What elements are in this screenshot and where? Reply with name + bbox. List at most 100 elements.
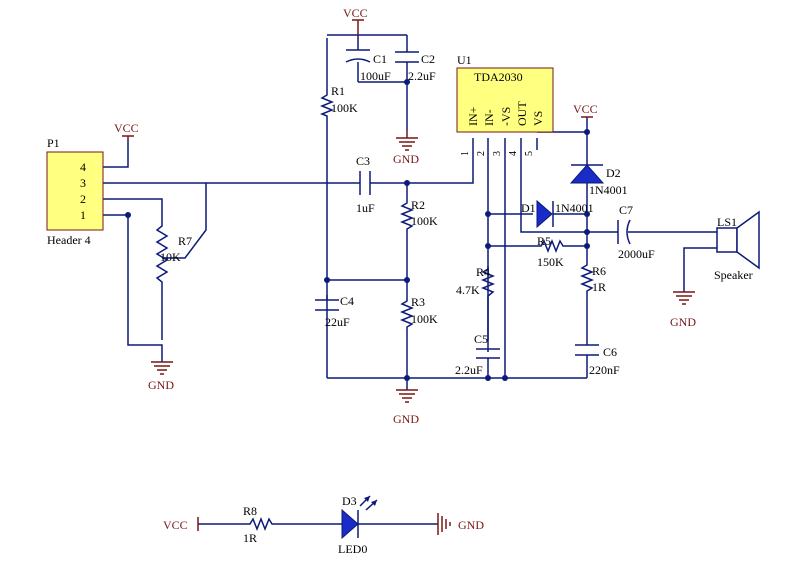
wire xyxy=(103,198,163,222)
svg-text:D1: D1 xyxy=(521,201,536,215)
capacitor-c3: C3 1uF xyxy=(356,154,375,215)
gnd-symbol-header: GND xyxy=(148,361,174,392)
junction-dot xyxy=(125,212,131,218)
wire xyxy=(683,247,717,292)
svg-text:2000uF: 2000uF xyxy=(618,247,655,261)
svg-text:C1: C1 xyxy=(373,52,387,66)
junction-dot xyxy=(404,375,410,381)
gnd-symbol-speaker: GND xyxy=(670,291,696,329)
svg-text:1R: 1R xyxy=(592,280,606,294)
vcc-symbol-top: VCC xyxy=(343,6,368,35)
junction-dot xyxy=(584,243,590,249)
resistor-r4: R4 4.7K xyxy=(456,265,496,300)
junctions xyxy=(125,79,590,381)
header-pin-label: 3 xyxy=(80,176,86,190)
svg-text:LS1: LS1 xyxy=(717,215,737,229)
svg-text:R4: R4 xyxy=(476,265,490,279)
junction-dot xyxy=(404,180,410,186)
junction-dot xyxy=(485,211,491,217)
header-p1: P1 4 3 2 1 Header 4 xyxy=(46,136,104,247)
svg-text:R1: R1 xyxy=(331,84,345,98)
svg-text:R3: R3 xyxy=(411,295,425,309)
resistor-r1: R1 100K xyxy=(319,84,358,118)
svg-text:10K: 10K xyxy=(160,250,181,264)
svg-text:100K: 100K xyxy=(411,312,438,326)
junction-dot xyxy=(404,79,410,85)
svg-text:Speaker: Speaker xyxy=(714,268,753,282)
svg-text:2.2uF: 2.2uF xyxy=(408,69,436,83)
svg-text:100K: 100K xyxy=(331,101,358,115)
capacitor-c5: C5 2.2uF xyxy=(455,332,500,377)
svg-text:C2: C2 xyxy=(421,52,435,66)
svg-text:IN+: IN+ xyxy=(466,106,480,126)
svg-text:VCC: VCC xyxy=(573,102,598,116)
gnd-symbol-main: GND xyxy=(393,389,419,426)
svg-text:-VS: -VS xyxy=(499,107,513,126)
svg-text:VCC: VCC xyxy=(343,6,368,20)
header-pin-label: 4 xyxy=(80,160,86,174)
vcc-symbol-led: VCC xyxy=(163,517,199,532)
svg-text:100uF: 100uF xyxy=(360,69,391,83)
ic-ref: U1 xyxy=(457,53,472,67)
svg-text:GND: GND xyxy=(670,315,696,329)
svg-text:VS: VS xyxy=(531,111,545,126)
wire xyxy=(103,182,207,259)
wires xyxy=(103,34,717,525)
svg-text:D3: D3 xyxy=(342,494,357,508)
resistor-r3: R3 100K xyxy=(399,295,438,330)
svg-text:220nF: 220nF xyxy=(589,363,620,377)
svg-text:2: 2 xyxy=(476,151,487,156)
junction-dot xyxy=(502,375,508,381)
svg-text:VCC: VCC xyxy=(114,121,139,135)
svg-text:GND: GND xyxy=(148,378,174,392)
svg-text:VCC: VCC xyxy=(163,518,188,532)
header-pin-label: 2 xyxy=(80,192,86,206)
svg-text:C4: C4 xyxy=(340,294,354,308)
potentiometer-r7: R7 10K xyxy=(155,222,192,290)
svg-text:22uF: 22uF xyxy=(325,315,350,329)
svg-text:5: 5 xyxy=(524,151,535,156)
header-ref: P1 xyxy=(47,136,60,150)
capacitor-c6: C6 220nF xyxy=(575,344,620,377)
svg-text:4.7K: 4.7K xyxy=(456,283,480,297)
junction-dot xyxy=(404,277,410,283)
svg-text:2.2uF: 2.2uF xyxy=(455,363,483,377)
junction-dot xyxy=(324,277,330,283)
junction-dot xyxy=(584,229,590,235)
ic-u1: U1 TDA2030 IN+ IN- -VS OUT VS 1 2 3 4 5 xyxy=(456,53,554,156)
resistor-r6: R6 1R xyxy=(579,262,606,294)
gnd-symbol-led: GND xyxy=(437,513,484,535)
svg-text:D2: D2 xyxy=(606,166,621,180)
svg-text:1N4001: 1N4001 xyxy=(555,201,594,215)
junction-dot xyxy=(485,375,491,381)
svg-text:LED0: LED0 xyxy=(338,542,367,556)
svg-text:1uF: 1uF xyxy=(356,201,375,215)
junction-dot xyxy=(485,243,491,249)
ic-name: TDA2030 xyxy=(474,70,523,84)
vcc-symbol-header: VCC xyxy=(114,121,139,140)
svg-text:R2: R2 xyxy=(411,198,425,212)
svg-text:OUT: OUT xyxy=(515,101,529,126)
wire xyxy=(370,138,474,184)
wire xyxy=(103,140,129,168)
svg-text:1N4001: 1N4001 xyxy=(589,183,628,197)
svg-text:3: 3 xyxy=(492,151,503,156)
resistor-r5: R5 150K xyxy=(537,234,566,269)
junction-dot xyxy=(584,129,590,135)
vcc-symbol-ic: VCC xyxy=(573,102,598,118)
svg-text:1R: 1R xyxy=(243,531,257,545)
wire xyxy=(520,138,587,233)
svg-text:R5: R5 xyxy=(537,234,551,248)
svg-text:R8: R8 xyxy=(243,504,257,518)
svg-text:GND: GND xyxy=(393,152,419,166)
svg-text:4: 4 xyxy=(508,151,519,156)
diode-d1: D1 1N4001 xyxy=(521,199,594,229)
svg-text:150K: 150K xyxy=(537,255,564,269)
led-d3: D3 LED0 xyxy=(338,494,378,556)
svg-text:100K: 100K xyxy=(411,214,438,228)
svg-text:C3: C3 xyxy=(356,154,370,168)
svg-text:1: 1 xyxy=(460,151,471,156)
svg-text:R6: R6 xyxy=(592,264,606,278)
header-name: Header 4 xyxy=(47,233,91,247)
